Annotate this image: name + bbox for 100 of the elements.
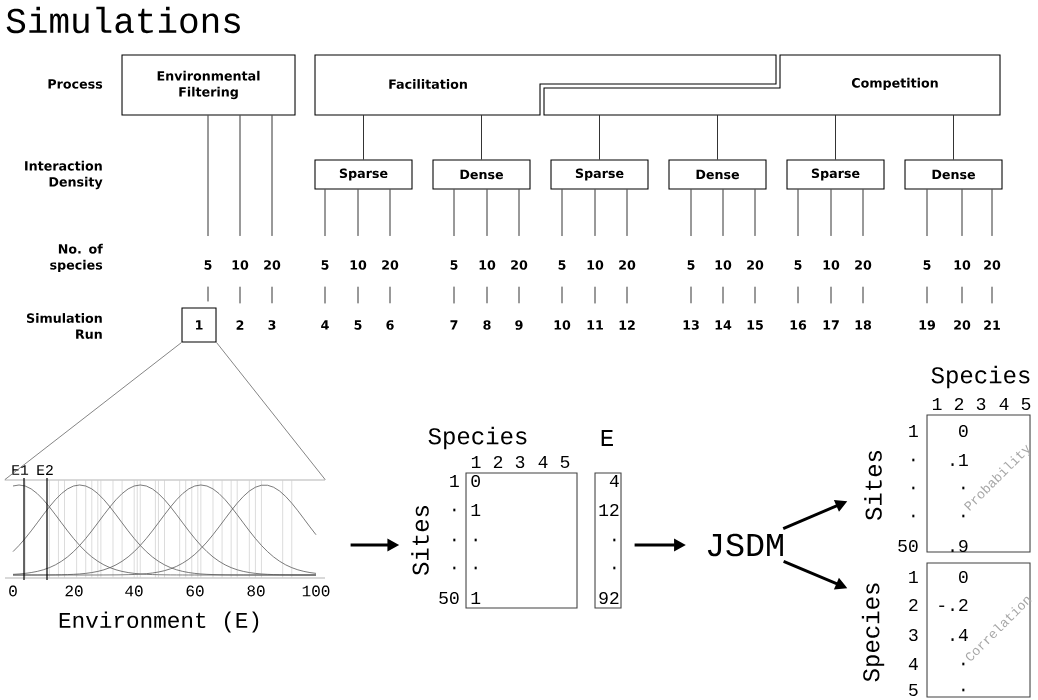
node-label: 4	[908, 658, 918, 670]
node-label: 3	[515, 455, 525, 469]
species-count: 5	[558, 260, 566, 270]
connector-line	[207, 115, 209, 237]
run-number: 6	[386, 320, 394, 330]
connector-line	[722, 189, 724, 237]
connector-line	[722, 286, 724, 304]
connector-line	[216, 342, 326, 481]
run-number: 17	[823, 320, 839, 330]
node-label: 50	[439, 591, 459, 605]
node-label: 2	[909, 598, 918, 612]
connector-line	[389, 189, 391, 237]
connector-line	[830, 286, 832, 304]
connector-line	[626, 286, 628, 304]
run-number: 12	[619, 320, 635, 330]
node-label: .	[453, 566, 456, 570]
species-count: 10	[715, 260, 732, 270]
node-label: Sites	[411, 505, 429, 576]
row-label: Process	[48, 79, 103, 89]
data-column: E 4 12 . . 92	[594, 430, 622, 609]
data-matrix: Species 1 2 3 4 5 Sites 1 . . . 50 0 1 . . 1	[411, 426, 578, 609]
title: Simulations	[6, 6, 240, 34]
connector-line	[561, 286, 563, 304]
connector-line	[626, 189, 628, 237]
process-box: Competition	[543, 54, 1001, 116]
node-label: 3	[909, 628, 918, 642]
run-number: 21	[984, 320, 1000, 330]
species-count: 5	[687, 260, 695, 270]
run-number: 8	[483, 320, 491, 330]
connector-line	[357, 189, 359, 237]
process-box: Facilitation	[314, 54, 777, 116]
connector-line	[239, 286, 241, 304]
species-count: 20	[984, 260, 1001, 270]
connector-line	[862, 286, 864, 304]
node-label: Species	[861, 583, 885, 682]
connector-line	[599, 114, 600, 160]
connector-line	[357, 286, 359, 304]
node-label: 2	[493, 455, 503, 469]
connector-line	[961, 286, 963, 304]
density-box: Sparse	[786, 159, 885, 190]
response-curves-drawing	[4, 477, 326, 581]
marker-label: E2	[37, 465, 53, 475]
density-box: Dense	[432, 159, 531, 190]
axis-title: Environment (E)	[59, 611, 259, 633]
connector-line	[207, 286, 209, 302]
run-number: 14	[715, 320, 732, 330]
density-box: Dense	[904, 159, 1003, 190]
node-label: E	[601, 430, 613, 446]
connector-line	[239, 115, 241, 237]
node-label: 1	[909, 425, 918, 437]
species-count: 10	[954, 260, 971, 270]
species-count: 20	[619, 260, 636, 270]
density-box: Dense	[668, 159, 767, 190]
row-label: Interaction Density	[25, 160, 103, 190]
node-label: 1	[909, 571, 918, 583]
species-count: 20	[264, 260, 281, 270]
run-number: 10	[554, 320, 571, 330]
connector-line	[561, 189, 563, 237]
connector-line	[797, 286, 799, 304]
node-label: 5	[560, 455, 570, 469]
density-box: Sparse	[550, 159, 649, 190]
run-number: 9	[515, 320, 523, 330]
connector-line	[271, 286, 273, 304]
node-label: 5	[909, 683, 918, 697]
connector-line	[754, 189, 756, 237]
connector-line	[690, 189, 692, 237]
run-number: 15	[747, 320, 763, 330]
row-label: Simulation Run	[26, 313, 102, 339]
species-count: 20	[855, 260, 872, 270]
connector-line	[953, 114, 954, 160]
connector-line	[453, 189, 455, 237]
run-number: 13	[683, 320, 699, 330]
node-label: .	[912, 486, 915, 490]
row-label: No. of species	[50, 243, 103, 273]
species-count: 10	[479, 260, 496, 270]
node-label: 50	[898, 539, 918, 553]
node-label: 3	[976, 397, 986, 411]
node-label: .	[912, 458, 915, 462]
marker-label: E1	[12, 465, 29, 475]
species-count: 5	[450, 260, 458, 270]
run-number: 5	[354, 320, 362, 330]
connector-line	[518, 189, 520, 237]
connector-line	[481, 114, 482, 160]
species-count: 5	[204, 260, 212, 270]
model-label: JSDM	[707, 533, 783, 557]
connector-line	[518, 286, 520, 304]
run-number: 4	[321, 320, 329, 330]
run-number: 20	[954, 320, 971, 330]
process-box: Environmental Filtering	[121, 54, 296, 116]
species-count: 10	[350, 260, 367, 270]
connector-line	[594, 189, 596, 237]
connector-line	[486, 189, 488, 237]
node-label: 1	[450, 475, 459, 487]
highlighted-run-box: 1	[181, 307, 217, 343]
connector-line	[926, 286, 928, 304]
run-number: 7	[450, 320, 458, 330]
node-label: 1	[471, 456, 481, 468]
connector-line	[862, 189, 864, 237]
run-number: 16	[790, 320, 807, 330]
connector-line	[926, 189, 928, 237]
